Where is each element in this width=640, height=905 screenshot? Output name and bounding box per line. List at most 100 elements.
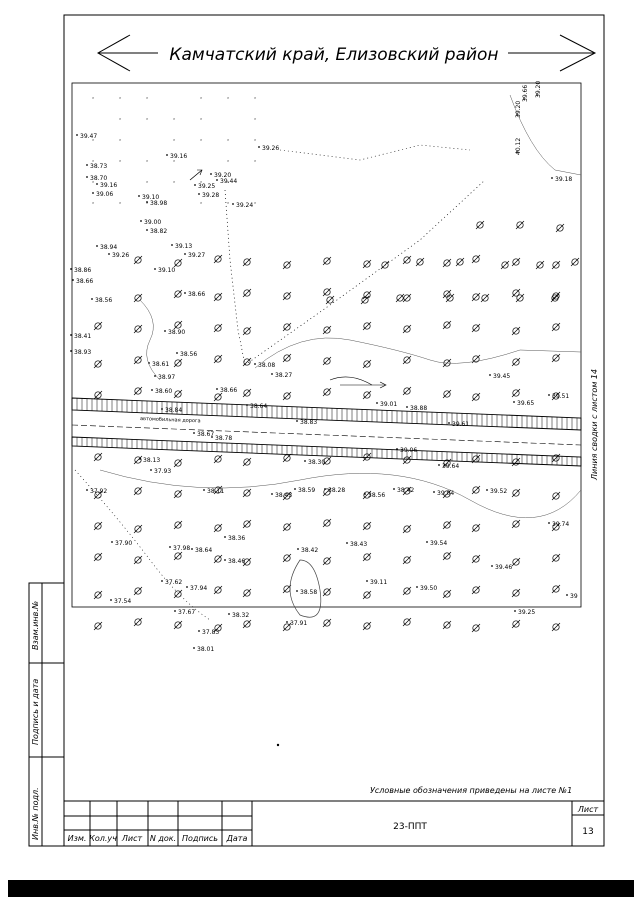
spot-elevation-point	[296, 420, 298, 422]
spot-elevation-label: 38.56	[368, 492, 385, 499]
swamp-vegetation-symbol	[174, 490, 182, 498]
spot-elevation-label: 38.78	[215, 435, 232, 442]
spot-elevation-label: 38.56	[180, 351, 197, 358]
grass-symbol: ″	[92, 160, 95, 167]
swamp-vegetation-symbol-slash	[213, 323, 223, 333]
contour-line	[99, 469, 582, 518]
flow-arrow-head	[379, 381, 387, 389]
approval-label-replace: Взам.инв.№	[31, 601, 40, 650]
swamp-vegetation-symbol-slash	[551, 291, 561, 301]
swamp-vegetation-symbol-slash	[93, 321, 103, 331]
spot-elevation-point	[486, 489, 488, 491]
swamp-vegetation-symbol-slash	[93, 521, 103, 531]
swamp-vegetation-symbol-slash	[511, 619, 521, 629]
swamp-vegetation-symbol	[363, 322, 371, 330]
swamp-vegetation-symbol-slash	[322, 456, 332, 466]
swamp-vegetation-symbol	[403, 618, 411, 626]
map-area	[71, 82, 582, 608]
swamp-vegetation-symbol	[443, 590, 451, 598]
swamp-vegetation-symbol-slash	[242, 257, 252, 267]
swamp-vegetation-symbol	[134, 587, 142, 595]
swamp-vegetation-symbol-slash	[133, 486, 143, 496]
swamp-vegetation-symbol-slash	[402, 617, 412, 627]
spot-elevation-point	[224, 559, 226, 561]
spot-elevation-point	[224, 536, 226, 538]
swamp-vegetation-symbol	[472, 486, 480, 494]
spot-elevation-point	[364, 493, 366, 495]
spot-elevation-label: 39.45	[493, 373, 510, 380]
spot-elevation-point	[286, 621, 288, 623]
swamp-vegetation-symbol	[174, 390, 182, 398]
spot-elevation-point	[514, 610, 516, 612]
spot-elevation-label: 39.52	[490, 488, 507, 495]
swamp-vegetation-symbol-slash	[242, 557, 252, 567]
swamp-vegetation-symbol-slash	[500, 260, 510, 270]
swamp-vegetation-symbol-slash	[362, 321, 372, 331]
swamp-vegetation-symbol	[174, 359, 182, 367]
spot-elevation-point	[91, 298, 93, 300]
spot-elevation-label: 38.42	[301, 547, 318, 554]
swamp-vegetation-symbol	[552, 323, 560, 331]
swamp-vegetation-symbol-slash	[322, 487, 332, 497]
swamp-vegetation-symbol-slash	[362, 259, 372, 269]
grass-symbol: ″	[119, 139, 122, 146]
swamp-vegetation-symbol	[472, 355, 480, 363]
swamp-vegetation-symbol-slash	[282, 453, 292, 463]
spot-elevation-point	[191, 548, 193, 550]
swamp-vegetation-symbol-slash	[551, 391, 561, 401]
road-centerline	[71, 424, 582, 446]
swamp-vegetation-symbol-slash	[511, 519, 521, 529]
spot-elevation-label: 38.58	[300, 589, 317, 596]
swamp-vegetation-symbol	[214, 324, 222, 332]
spot-elevation-point	[171, 244, 173, 246]
spot-elevation-point	[513, 401, 515, 403]
swamp-vegetation-symbol	[243, 589, 251, 597]
swamp-vegetation-symbol	[174, 552, 182, 560]
spot-elevation-point	[70, 268, 72, 270]
swamp-vegetation-symbol	[243, 520, 251, 528]
spot-elevation-point	[176, 352, 178, 354]
swamp-vegetation-symbol	[381, 261, 389, 269]
spot-elevation-label: 38.41	[74, 333, 91, 340]
swamp-vegetation-symbol-slash	[535, 260, 545, 270]
spot-elevation-point	[489, 374, 491, 376]
swamp-vegetation-symbol	[94, 622, 102, 630]
spot-elevation-point	[154, 375, 156, 377]
grass-symbol: ″	[119, 160, 122, 167]
swamp-vegetation-symbol	[243, 620, 251, 628]
spot-elevation-label: 37.90	[115, 540, 132, 547]
swamp-vegetation-symbol	[443, 259, 451, 267]
spot-elevation-label: 37.62	[165, 579, 182, 586]
join-line-note: Линия сводки с листом 14	[590, 369, 599, 481]
swamp-vegetation-symbol-slash	[555, 223, 565, 233]
swamp-vegetation-symbol	[512, 520, 520, 528]
spot-elevation-point	[151, 389, 153, 391]
swamp-vegetation-symbol-slash	[442, 589, 452, 599]
swamp-vegetation-symbol	[283, 261, 291, 269]
swamp-vegetation-symbol-slash	[402, 586, 412, 596]
spot-elevation-point	[169, 546, 171, 548]
spot-elevation-point	[194, 184, 196, 186]
sheet-label: Лист	[577, 805, 599, 814]
swamp-vegetation-symbol-slash	[471, 523, 481, 533]
swamp-vegetation-symbol	[403, 387, 411, 395]
spot-elevation-label: 38.59	[298, 487, 315, 494]
swamp-vegetation-symbol	[243, 258, 251, 266]
contour-line	[254, 337, 582, 369]
swamp-vegetation-symbol-slash	[471, 485, 481, 495]
swamp-vegetation-symbol	[403, 356, 411, 364]
spot-elevation-label: 37.67	[178, 609, 195, 616]
swamp-vegetation-symbol-slash	[93, 490, 103, 500]
swamp-vegetation-symbol-slash	[442, 489, 452, 499]
swamp-vegetation-symbol	[443, 621, 451, 629]
stamp-header-change: Изм.	[68, 834, 87, 843]
stamp-header-signature: Подпись	[182, 834, 218, 843]
swamp-vegetation-symbol	[512, 389, 520, 397]
swamp-vegetation-symbol-slash	[133, 255, 143, 265]
spot-elevation-point	[296, 590, 298, 592]
swamp-vegetation-symbol-slash	[395, 293, 405, 303]
stamp-header-sheet: Лист	[121, 834, 143, 843]
swamp-vegetation-symbol-slash	[133, 293, 143, 303]
swamp-vegetation-symbol	[323, 357, 331, 365]
